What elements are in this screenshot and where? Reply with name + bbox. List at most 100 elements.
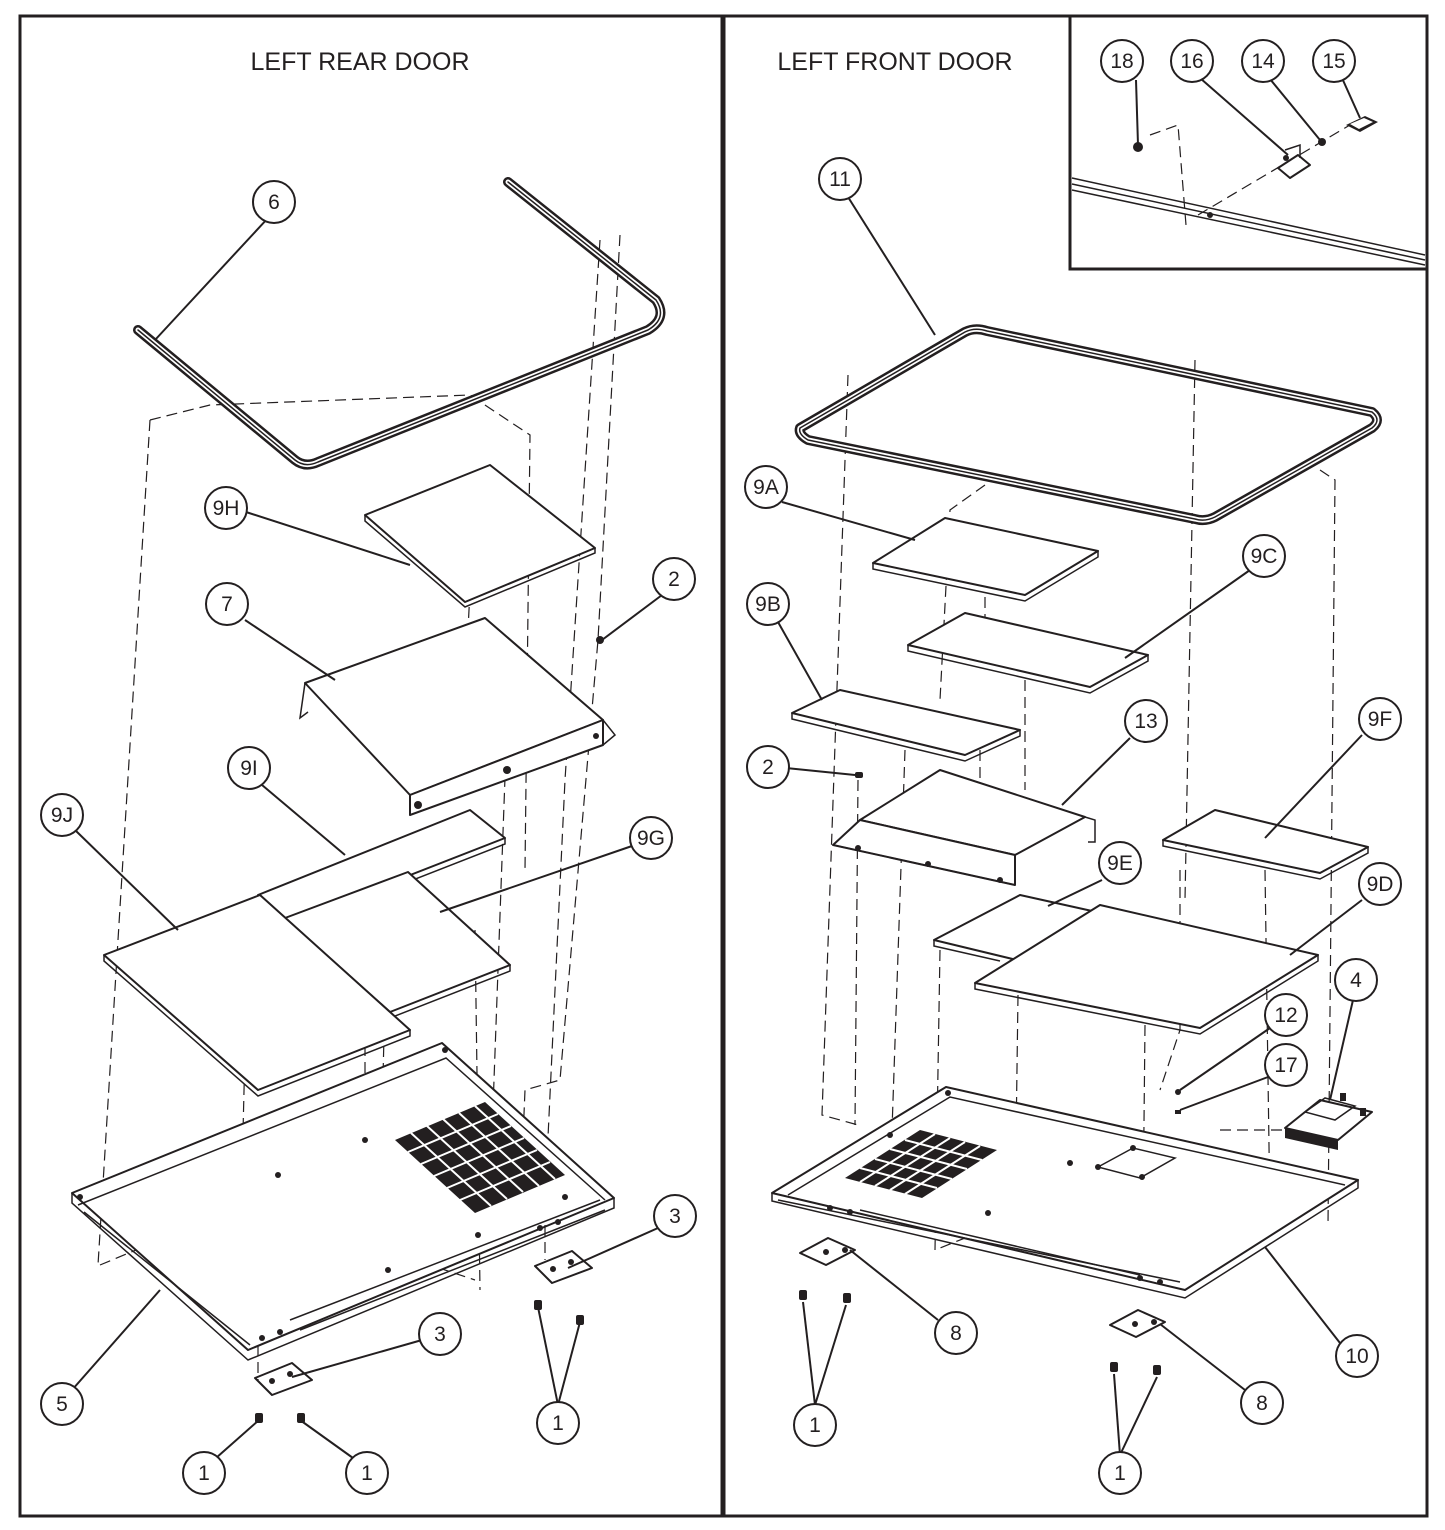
hinge-plate-3-left <box>254 1362 313 1396</box>
bracket-13 <box>832 769 1096 886</box>
callout-9e: 9E <box>1098 841 1142 885</box>
insulation-panel-9b <box>791 689 1021 762</box>
callout-3-left: 3 <box>418 1312 462 1356</box>
alignment-line <box>891 749 906 1131</box>
svg-text:6: 6 <box>268 191 280 214</box>
left-rear-door-assembly <box>71 177 666 1423</box>
callout-9h: 9H <box>204 486 248 530</box>
callout-4: 4 <box>1334 958 1378 1002</box>
svg-text:11: 11 <box>829 168 851 191</box>
callout-1-a: 1 <box>182 1451 226 1495</box>
callout-14: 14 <box>1241 39 1285 83</box>
callout-9j: 9J <box>40 793 84 837</box>
svg-text:1: 1 <box>361 1462 373 1485</box>
svg-text:1: 1 <box>809 1414 821 1437</box>
callout-1-e: 1 <box>1098 1451 1142 1495</box>
svg-text:9I: 9I <box>240 757 258 780</box>
alignment-line <box>1184 359 1196 901</box>
svg-text:9J: 9J <box>51 804 73 827</box>
detail-inset <box>1071 116 1426 266</box>
callout-9i: 9I <box>227 746 271 790</box>
svg-text:1: 1 <box>1114 1462 1126 1485</box>
callout-13: 13 <box>1124 699 1168 743</box>
hinge-plate-3-right <box>534 1250 593 1284</box>
left-front-door-assembly <box>771 324 1382 1375</box>
svg-text:3: 3 <box>434 1323 446 1346</box>
door-tray-5 <box>71 1042 615 1361</box>
vent-grid <box>395 1102 565 1213</box>
callout-17: 17 <box>1264 1043 1308 1087</box>
callout-18: 18 <box>1100 39 1144 83</box>
callout-9a: 9A <box>744 465 788 509</box>
svg-text:14: 14 <box>1251 50 1275 73</box>
vent-grid <box>845 1130 997 1198</box>
alignment-line <box>1264 869 1271 1216</box>
fastener-2-left <box>596 636 604 644</box>
callout-2-right: 2 <box>746 745 790 789</box>
door-seal-frame <box>794 324 1382 526</box>
left-panel-title: LEFT REAR DOOR <box>250 48 469 76</box>
svg-text:4: 4 <box>1350 969 1362 992</box>
svg-text:8: 8 <box>950 1322 962 1345</box>
svg-text:1: 1 <box>198 1462 210 1485</box>
svg-text:9G: 9G <box>637 827 665 850</box>
svg-text:7: 7 <box>221 593 233 616</box>
callout-9d: 9D <box>1358 862 1402 906</box>
callout-9b: 9B <box>746 582 790 626</box>
callout-7: 7 <box>205 582 249 626</box>
insulation-panel-9d <box>974 904 1319 1035</box>
callout-9c: 9C <box>1242 534 1286 578</box>
detail-inset-frame <box>1068 14 1429 271</box>
insulation-panel-9j <box>103 894 411 1097</box>
svg-text:9E: 9E <box>1107 852 1133 875</box>
insulation-panel-9a <box>872 517 1099 602</box>
svg-text:9B: 9B <box>755 593 781 616</box>
hinge-plate-8-right <box>1109 1309 1166 1338</box>
callout-1-c: 1 <box>536 1401 580 1445</box>
door-seal-u <box>133 177 666 470</box>
alignment-line <box>544 239 601 1201</box>
svg-text:2: 2 <box>668 568 680 591</box>
callout-5: 5 <box>40 1382 84 1426</box>
svg-text:3: 3 <box>669 1205 681 1228</box>
callout-8-right: 8 <box>1240 1381 1284 1425</box>
callout-11: 11 <box>818 157 862 201</box>
bracket-7 <box>299 617 617 816</box>
door-tray-10 <box>771 1086 1359 1299</box>
svg-text:9H: 9H <box>213 497 240 520</box>
svg-text:13: 13 <box>1134 710 1157 733</box>
fastener-12 <box>1175 1089 1181 1095</box>
svg-text:9D: 9D <box>1367 873 1394 896</box>
svg-text:1: 1 <box>552 1412 564 1435</box>
alignment-line <box>1319 469 1336 1226</box>
svg-text:9A: 9A <box>753 476 779 499</box>
svg-text:9C: 9C <box>1251 545 1278 568</box>
callout-8-left: 8 <box>934 1311 978 1355</box>
svg-text:2: 2 <box>762 756 774 779</box>
insulation-panel-9c <box>907 612 1149 694</box>
svg-text:8: 8 <box>1256 1392 1268 1415</box>
alignment-line <box>939 484 986 701</box>
callout-2-left: 2 <box>652 557 696 601</box>
screws-1-right-panel <box>799 1290 1161 1375</box>
insulation-panel-9h <box>364 464 596 608</box>
svg-text:16: 16 <box>1180 50 1203 73</box>
alignment-line <box>821 374 859 1126</box>
svg-text:10: 10 <box>1345 1345 1368 1368</box>
callout-9f: 9F <box>1358 697 1402 741</box>
insulation-panel-9f <box>1162 809 1369 880</box>
callout-10: 10 <box>1335 1334 1379 1378</box>
callout-1-d: 1 <box>793 1403 837 1447</box>
alignment-line <box>149 394 531 871</box>
callout-16: 16 <box>1170 39 1214 83</box>
callout-15: 15 <box>1312 39 1356 83</box>
callout-12: 12 <box>1264 993 1308 1037</box>
left-panel-frame <box>18 14 724 1518</box>
svg-text:5: 5 <box>56 1393 68 1416</box>
fastener-17 <box>1175 1110 1181 1114</box>
screws-1 <box>255 1300 584 1423</box>
alignment-line <box>97 419 151 1266</box>
callout-6: 6 <box>252 180 296 224</box>
callout-3-right: 3 <box>653 1194 697 1238</box>
